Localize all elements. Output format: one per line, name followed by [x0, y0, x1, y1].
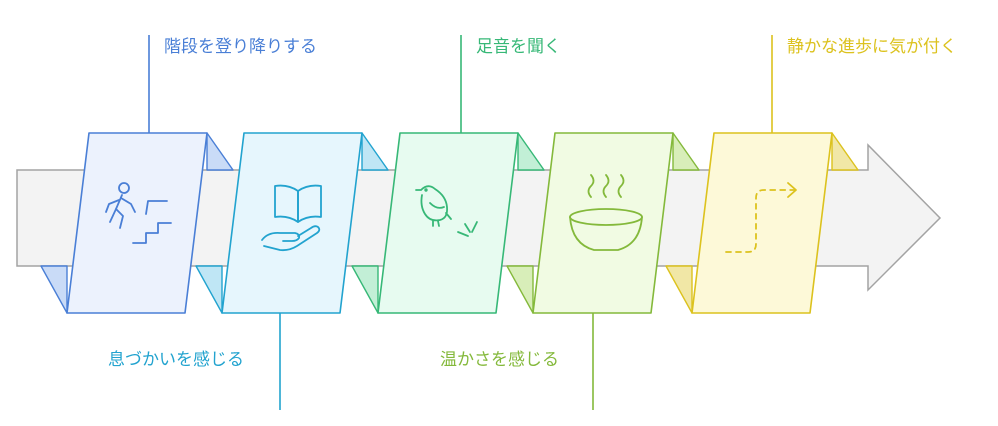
step-3: [351, 35, 545, 314]
step-2-back-fold: [361, 132, 389, 171]
step-1-label: 階段を登り降りする: [164, 37, 317, 57]
step-4-label: 温かさを感じる: [440, 350, 559, 370]
step-3-label: 足音を聞く: [476, 37, 561, 57]
step-1: [40, 35, 234, 314]
step-2-label: 息づかいを感じる: [108, 350, 244, 370]
step-1-back-fold: [206, 132, 234, 171]
step-2-front-fold: [195, 265, 223, 314]
open-book-hand-icon: [261, 184, 322, 252]
step-5-back-fold: [831, 132, 859, 171]
steaming-bowl-icon: [569, 174, 643, 251]
dashed-path-arrow-icon: [725, 182, 797, 253]
step-4-front-fold: [506, 265, 534, 314]
step-4-card: [532, 132, 674, 314]
step-3-back-fold: [517, 132, 545, 171]
step-2-card: [221, 132, 363, 314]
step-5: [665, 35, 859, 314]
step-1-front-fold: [40, 265, 68, 314]
step-4: [506, 132, 700, 410]
step-3-card: [377, 132, 519, 314]
step-5-front-fold: [665, 265, 693, 314]
step-5-card: [691, 132, 833, 314]
step-2: [195, 132, 389, 410]
step-5-label: 静かな進歩に気が付く: [787, 37, 957, 57]
step-4-back-fold: [672, 132, 700, 171]
bird-icon: [415, 185, 478, 237]
step-3-front-fold: [351, 265, 379, 314]
person-climbing-stairs-icon: [105, 182, 172, 244]
step-1-card: [66, 132, 208, 314]
